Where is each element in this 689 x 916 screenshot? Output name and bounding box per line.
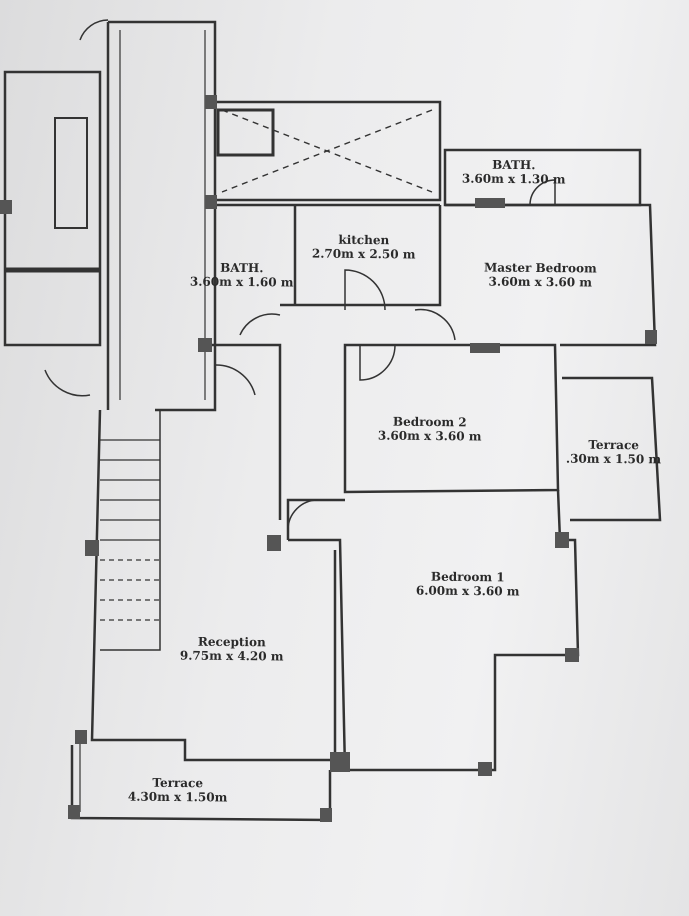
room-name: Bedroom 2	[392, 414, 467, 430]
room-label-bath-top: BATH. 3.60m x 1.30 m	[462, 158, 566, 187]
room-size: .30m x 1.50 m	[565, 451, 662, 467]
room-label-bath-left: BATH. 3.60m x 1.60 m	[190, 261, 294, 290]
room-name: BATH.	[220, 260, 264, 276]
bedroom2-door	[359, 344, 396, 381]
room-name: Terrace	[588, 437, 639, 453]
room-size: 3.60m x 1.30 m	[461, 171, 566, 187]
room-size: 6.00m x 3.60 m	[415, 583, 520, 599]
walls	[3, 19, 662, 822]
room-size: 3.60m x 1.60 m	[189, 274, 294, 290]
room-name: BATH.	[492, 157, 536, 173]
room-name: Bedroom 1	[430, 569, 505, 585]
room-label-terrace-right: Terrace .30m x 1.50 m	[566, 438, 661, 467]
room-size: 3.60m x 3.60 m	[377, 428, 482, 444]
room-size: 3.60m x 3.60 m	[488, 274, 593, 290]
columns	[0, 95, 657, 822]
terrace-right-wall	[562, 376, 662, 522]
room-size: 4.30m x 1.50m	[127, 789, 228, 805]
kitchen-door	[344, 269, 386, 311]
room-name: Reception	[197, 634, 266, 650]
room-label-kitchen: kitchen 2.70m x 2.50 m	[312, 233, 416, 262]
stair-block	[3, 70, 102, 347]
room-name: Terrace	[152, 775, 204, 791]
core-wall	[108, 20, 217, 412]
room-label-terrace-bottom: Terrace 4.30m x 1.50m	[128, 776, 228, 805]
terrace-bottom-wall	[70, 745, 332, 822]
room-label-bedroom-1: Bedroom 1 6.00m x 3.60 m	[416, 570, 520, 599]
master-wall	[445, 203, 657, 347]
room-size: 9.75m x 4.20 m	[179, 648, 284, 664]
room-name: Master Bedroom	[484, 260, 597, 276]
room-name: kitchen	[338, 232, 390, 248]
room-label-bedroom-2: Bedroom 2 3.60m x 3.60 m	[378, 415, 482, 444]
room-label-reception: Reception 9.75m x 4.20 m	[180, 635, 284, 664]
room-size: 2.70m x 2.50 m	[311, 246, 416, 262]
reception-wall	[90, 409, 337, 762]
room-label-master-bedroom: Master Bedroom 3.60m x 3.60 m	[484, 261, 597, 290]
bedroom1-wall	[286, 489, 580, 772]
shaft-wall	[215, 100, 442, 202]
